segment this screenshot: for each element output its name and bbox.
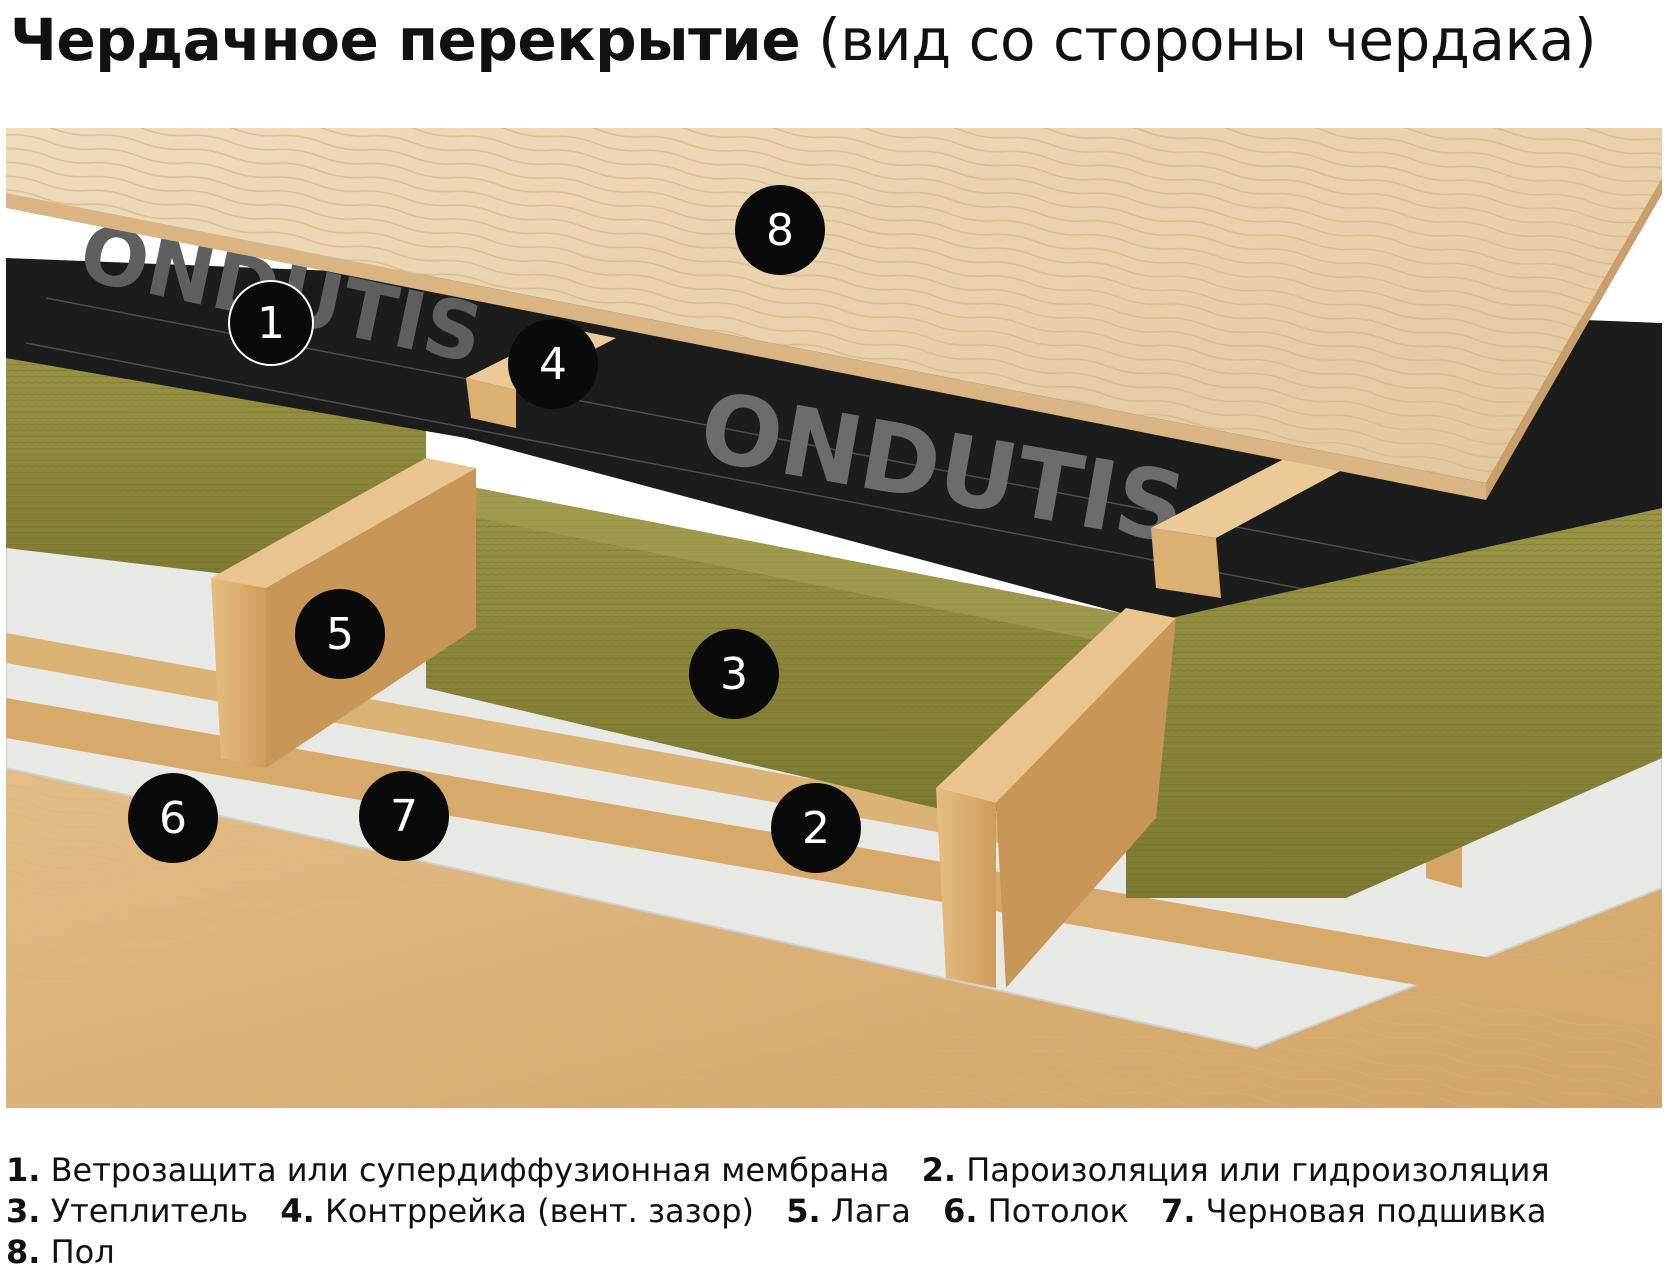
legend-item: 2. Пароизоляция или гидроизоляция bbox=[922, 1151, 1550, 1189]
legend-text: Контррейка (вент. зазор) bbox=[325, 1192, 755, 1230]
legend-item: 6. Потолок bbox=[943, 1192, 1129, 1230]
legend-num: 6. bbox=[943, 1192, 978, 1230]
legend-text: Утеплитель bbox=[50, 1192, 249, 1230]
marker-7: 7 bbox=[359, 771, 449, 861]
legend-text: Потолок bbox=[987, 1192, 1129, 1230]
legend-num: 7. bbox=[1161, 1192, 1196, 1230]
joist-right bbox=[936, 608, 1176, 988]
title-subtitle: (вид со стороны чердака) bbox=[818, 6, 1597, 74]
legend-num: 2. bbox=[921, 1151, 957, 1189]
marker-1-label: 1 bbox=[257, 298, 285, 349]
legend-item: 5. Лага bbox=[786, 1192, 911, 1230]
marker-6-label: 6 bbox=[159, 793, 187, 844]
marker-7-label: 7 bbox=[390, 791, 418, 842]
legend-item: 7. Черновая подшивка bbox=[1161, 1192, 1546, 1230]
layer-diagram-svg: ONDUTIS ONDUTIS bbox=[6, 128, 1662, 1108]
marker-2-label: 2 bbox=[802, 803, 830, 854]
legend-num: 4. bbox=[280, 1192, 315, 1230]
legend-num: 1. bbox=[6, 1151, 41, 1189]
legend-row: 1. Ветрозащита или супердиффузионная мем… bbox=[6, 1150, 1572, 1191]
legend-row: 8. Пол bbox=[6, 1232, 1572, 1273]
legend-row: 3. Утеплитель 4. Контррейка (вент. зазор… bbox=[6, 1191, 1572, 1232]
insulation-center bbox=[426, 478, 1146, 818]
marker-5-label: 5 bbox=[326, 609, 354, 660]
marker-3-label: 3 bbox=[720, 649, 748, 700]
legend-text: Ветрозащита или супердиффузионная мембра… bbox=[50, 1151, 890, 1189]
legend-text: Черновая подшивка bbox=[1205, 1192, 1547, 1230]
marker-4: 4 bbox=[508, 319, 598, 409]
legend-text: Пол bbox=[50, 1233, 115, 1271]
counter-batten-right bbox=[1151, 458, 1346, 598]
legend-item: 1. Ветрозащита или супердиффузионная мем… bbox=[6, 1151, 889, 1189]
legend-item: 8. Пол bbox=[6, 1233, 115, 1271]
marker-6: 6 bbox=[128, 773, 218, 863]
legend-text: Пароизоляция или гидроизоляция bbox=[966, 1151, 1550, 1189]
floor-construction-illustration: ONDUTIS ONDUTIS bbox=[6, 128, 1662, 1108]
floor-board bbox=[6, 128, 1662, 500]
marker-1: 1 bbox=[228, 280, 314, 366]
insulation-right bbox=[1126, 508, 1662, 898]
page-title: Чердачное перекрытие (вид со стороны чер… bbox=[10, 4, 1597, 76]
marker-5: 5 bbox=[295, 589, 385, 679]
legend-item: 3. Утеплитель bbox=[6, 1192, 248, 1230]
title-main: Чердачное перекрытие bbox=[10, 6, 801, 74]
legend-num: 5. bbox=[786, 1192, 821, 1230]
legend-num: 3. bbox=[6, 1192, 41, 1230]
marker-2: 2 bbox=[771, 783, 861, 873]
marker-4-label: 4 bbox=[539, 339, 567, 390]
marker-3: 3 bbox=[689, 629, 779, 719]
marker-8: 8 bbox=[735, 185, 825, 275]
legend: 1. Ветрозащита или супердиффузионная мем… bbox=[6, 1150, 1572, 1273]
legend-text: Лага bbox=[830, 1192, 911, 1230]
legend-num: 8. bbox=[6, 1233, 41, 1271]
marker-8-label: 8 bbox=[766, 205, 794, 256]
legend-item: 4. Контррейка (вент. зазор) bbox=[280, 1192, 754, 1230]
